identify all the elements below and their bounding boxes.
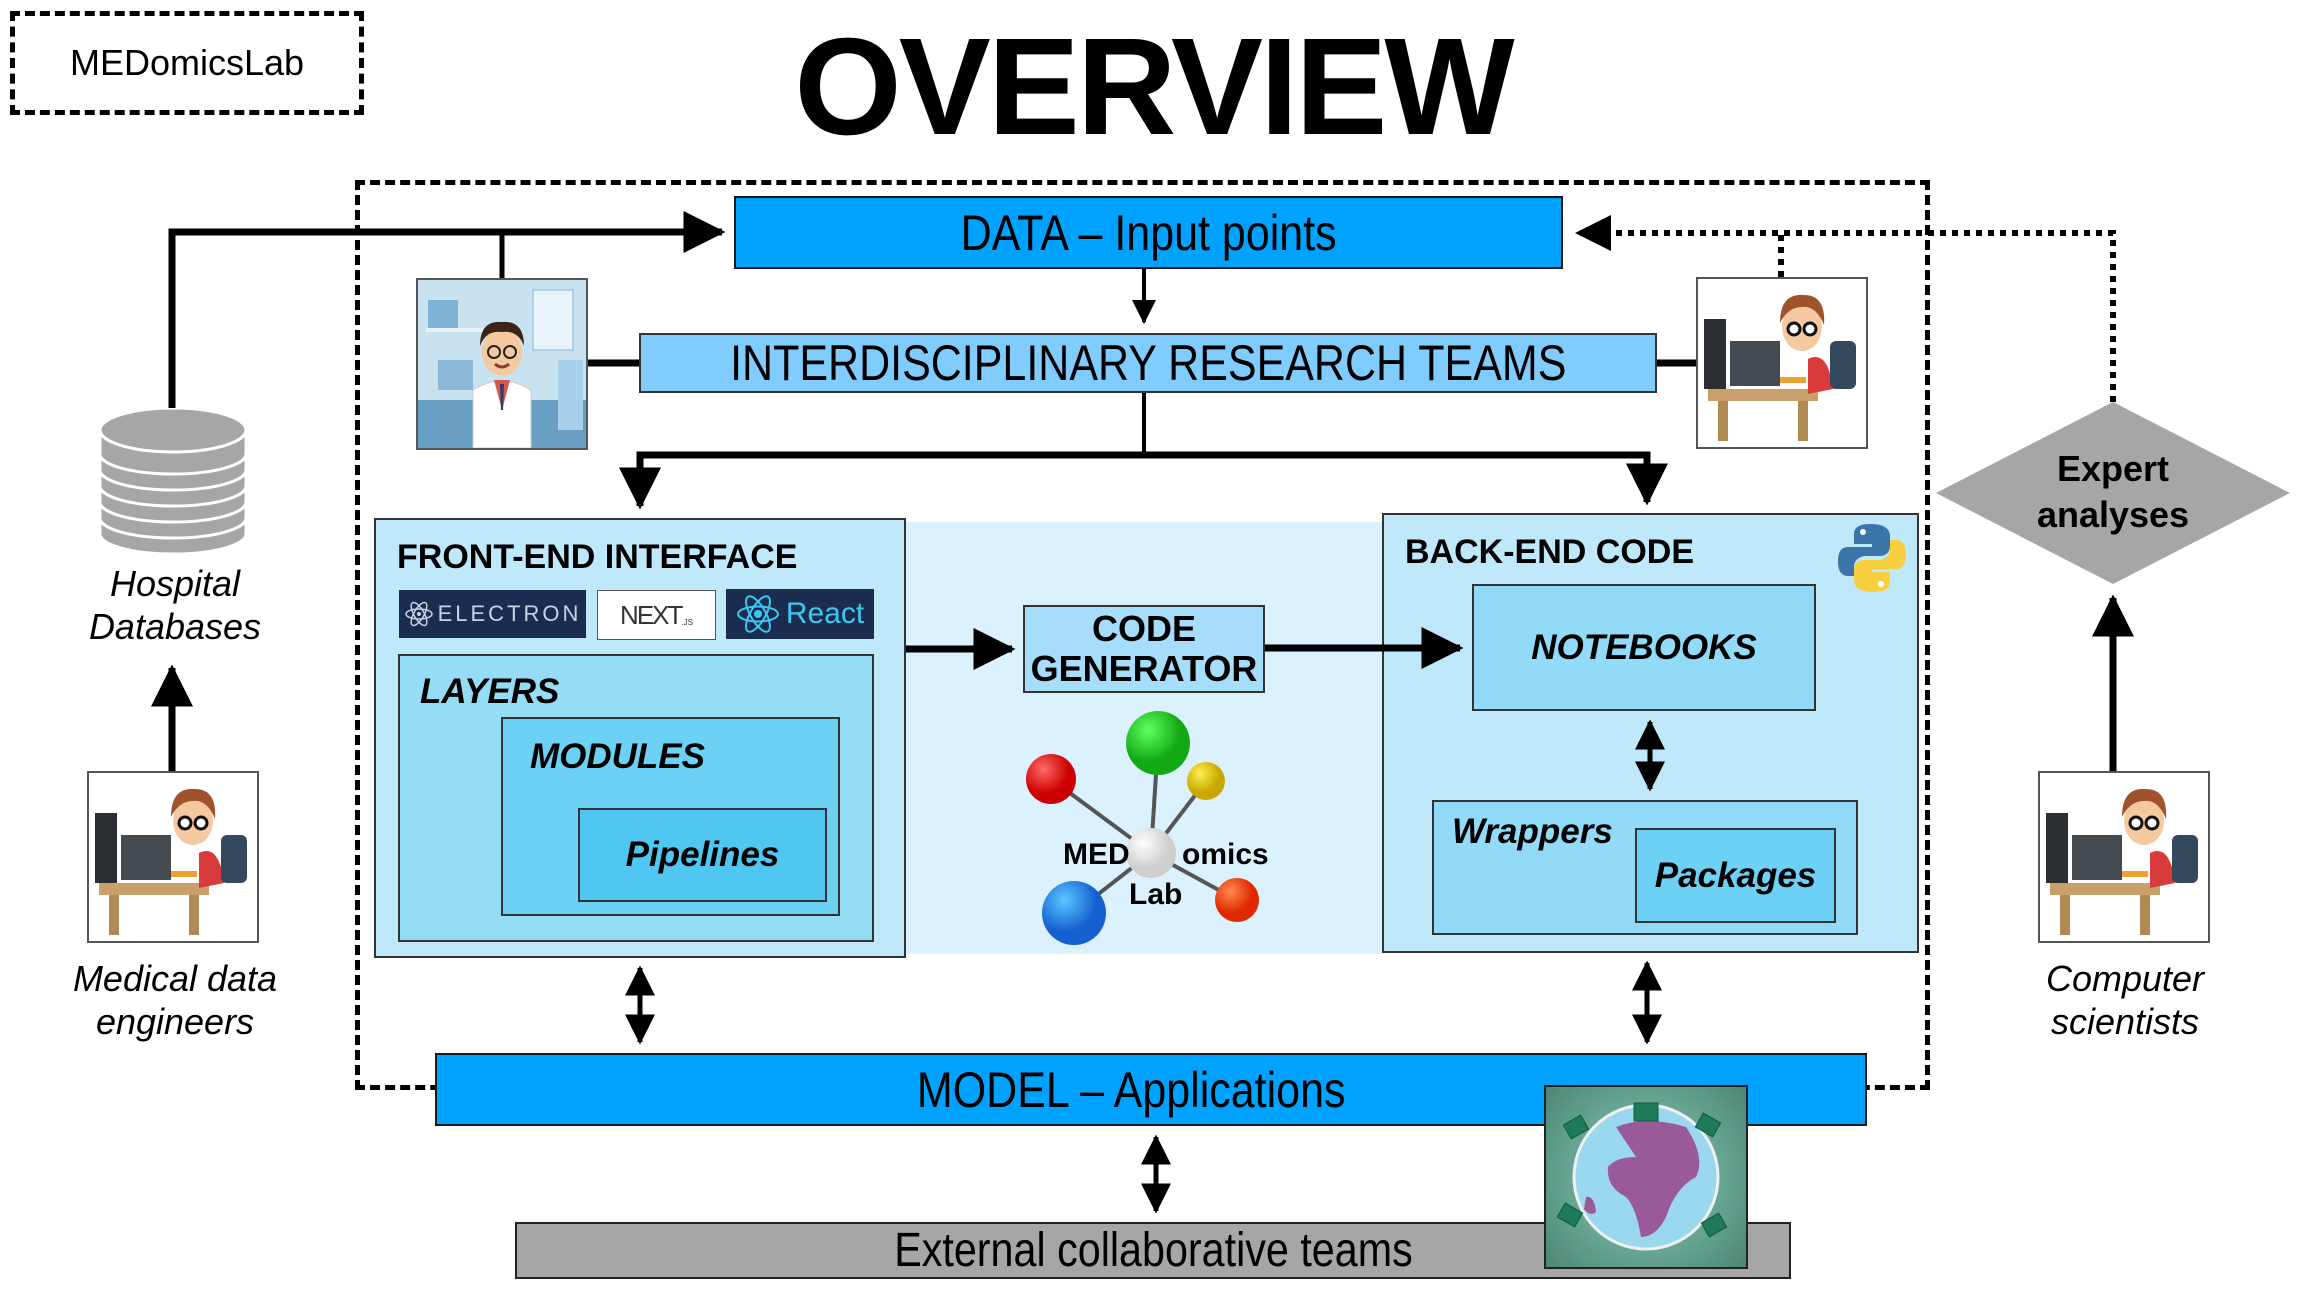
notebooks-box[interactable]: NOTEBOOKS <box>1472 584 1816 711</box>
code-generator-box[interactable]: CODE GENERATOR <box>1023 605 1265 693</box>
packages-box[interactable]: Packages <box>1635 828 1836 923</box>
external-teams-label: External collaborative teams <box>893 1224 1413 1277</box>
expert-line2: analyses <box>2036 494 2190 535</box>
medomicslab-molecule-logo <box>1026 711 1259 945</box>
logo-med-text: MED <box>1063 838 1130 871</box>
doctor-illustration <box>416 278 588 450</box>
expert-line1: Expert <box>2056 448 2170 489</box>
next-suffix: .JS <box>681 617 693 627</box>
react-atom-icon <box>736 595 779 633</box>
hospital-databases-label: Hospital Databases <box>40 562 310 648</box>
logo-omics-text: omics <box>1182 838 1269 871</box>
modules-label: MODULES <box>530 737 705 776</box>
back-end-title: BACK-END CODE <box>1405 533 1694 571</box>
database-icon <box>98 406 248 556</box>
medical-data-engineer-illustration <box>87 771 259 943</box>
react-label: React <box>785 597 865 630</box>
programmer-icon <box>1704 294 1856 441</box>
wrappers-label: Wrappers <box>1452 812 1613 851</box>
logo-lab-text: Lab <box>1129 878 1183 911</box>
notebooks-label: NOTEBOOKS <box>1531 627 1757 667</box>
hospital-databases-line2: Databases <box>88 606 262 647</box>
tag-label: MEDomicsLab <box>69 42 305 83</box>
electron-logo: ELECTRON <box>399 590 586 638</box>
pipelines-label: Pipelines <box>625 835 780 874</box>
engineer-icon <box>95 788 247 935</box>
page-title: OVERVIEW <box>794 10 1514 164</box>
expert-analyses-label: Expert analyses <box>1993 446 2233 538</box>
next-label: NEXT <box>620 599 683 630</box>
scientists-line1: Computer <box>2045 958 2205 999</box>
scientist-icon <box>2046 788 2198 935</box>
hospital-databases-line1: Hospital <box>109 563 241 604</box>
front-end-title: FRONT-END INTERFACE <box>397 538 798 576</box>
computer-scientists-label: Computer scientists <box>1990 957 2260 1043</box>
data-input-box[interactable]: DATA – Input points <box>734 196 1563 269</box>
data-input-label: DATA – Input points <box>960 204 1337 261</box>
research-teams-label: INTERDISCIPLINARY RESEARCH TEAMS <box>729 335 1567 391</box>
model-applications-label: MODEL – Applications <box>916 1061 1346 1118</box>
doctor-icon <box>418 289 586 448</box>
computer-scientist-illustration-top <box>1696 277 1868 449</box>
electron-atom-icon <box>404 601 433 627</box>
green-atom <box>1126 711 1190 775</box>
globe-illustration <box>1544 1085 1748 1269</box>
code-generator-line2: GENERATOR <box>1030 648 1258 689</box>
orange-atom <box>1215 878 1259 922</box>
electron-label: ELECTRON <box>437 601 582 626</box>
medomicslab-tag: MEDomicsLab <box>10 11 364 115</box>
medical-data-engineers-label: Medical data engineers <box>40 957 310 1043</box>
code-generator-line1: CODE <box>1091 608 1196 649</box>
globe-icon <box>1556 1102 1728 1251</box>
engineers-line2: engineers <box>95 1001 255 1042</box>
computer-scientist-illustration <box>2038 771 2210 943</box>
research-teams-box[interactable]: INTERDISCIPLINARY RESEARCH TEAMS <box>639 333 1657 393</box>
pipelines-box[interactable]: Pipelines <box>578 808 827 902</box>
blue-atom <box>1042 881 1106 945</box>
yellow-atom <box>1187 762 1225 800</box>
react-logo: React <box>726 589 874 639</box>
nextjs-logo: NEXT .JS <box>597 590 716 640</box>
red-atom <box>1026 754 1076 804</box>
expert-analyses-diamond <box>1936 402 2290 584</box>
packages-label: Packages <box>1654 855 1817 895</box>
white-atom <box>1126 828 1176 878</box>
engineers-line1: Medical data <box>72 958 278 999</box>
python-logo-icon <box>1838 524 1906 592</box>
layers-label: LAYERS <box>420 672 560 711</box>
scientists-line2: scientists <box>2050 1001 2200 1042</box>
